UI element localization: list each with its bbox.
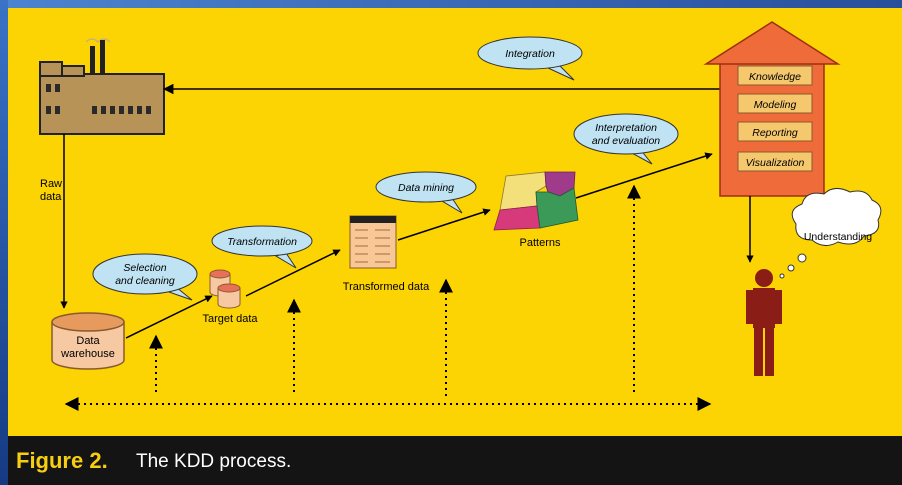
target-data-label: Target data (202, 313, 258, 325)
warehouse-label-line2: warehouse (60, 348, 115, 360)
interpretation-bubble-line2: and evaluation (592, 135, 660, 147)
data-mining-bubble: Data mining (375, 171, 477, 214)
data-mining-bubble-text: Data mining (398, 182, 454, 194)
raw-data-label-line2: data (40, 191, 62, 203)
transformed-data-icon (349, 215, 397, 269)
patterns-puzzle-icon (493, 171, 579, 231)
interpretation-arrow (575, 152, 713, 199)
warehouse-label-line1: Data (76, 335, 100, 347)
background-top (0, 0, 902, 8)
data-mining-arrow (397, 208, 491, 241)
figure-caption-bar (8, 436, 902, 485)
data-warehouse-icon (51, 312, 125, 370)
integration-bubble-text: Integration (505, 48, 555, 60)
understanding-text: Understanding (804, 231, 872, 243)
understanding-thought-cloud: Understanding (779, 188, 882, 279)
selection-bubble-line2: and cleaning (115, 275, 175, 287)
figure-caption: The KDD process. (136, 451, 292, 472)
feedback-loop (64, 184, 712, 411)
selection-bubble-line1: Selection (123, 262, 166, 274)
interpretation-bubble: Interpretation and evaluation (573, 113, 679, 165)
knowledge-layer-3: Reporting (752, 127, 798, 139)
knowledge-house: Knowledge Modeling Reporting Visualizati… (703, 21, 841, 197)
selection-arrow (125, 295, 213, 339)
integration-bubble: Integration (477, 36, 583, 81)
knowledge-layer-2: Modeling (754, 99, 797, 111)
patterns-label: Patterns (520, 237, 561, 249)
figure-label: Figure 2. (16, 448, 108, 473)
raw-data-label-line1: Raw (40, 178, 62, 190)
background-left (0, 0, 8, 485)
knowledge-layer-4: Visualization (746, 157, 805, 169)
transformation-bubble: Transformation (211, 225, 313, 269)
person-icon (746, 269, 782, 376)
transformed-data-label: Transformed data (343, 281, 430, 293)
factory-icon (39, 38, 165, 135)
selection-bubble: Selection and cleaning (92, 253, 198, 301)
transformation-arrow (245, 249, 341, 297)
target-data-icon (209, 269, 241, 309)
knowledge-layer-1: Knowledge (749, 71, 801, 83)
interpretation-bubble-line1: Interpretation (595, 122, 657, 134)
transformation-bubble-text: Transformation (227, 236, 297, 248)
